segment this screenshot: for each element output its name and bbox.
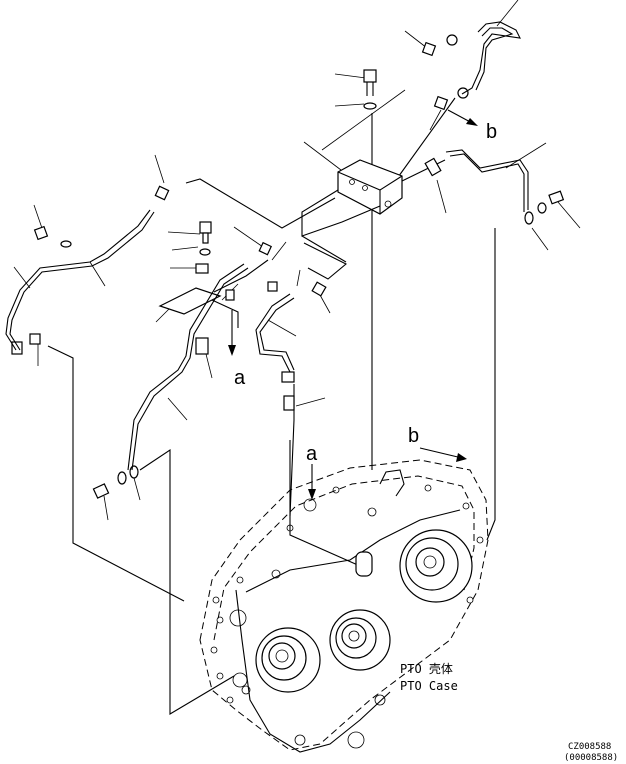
routing-lines — [47, 97, 496, 715]
tubes — [5, 21, 529, 471]
leader-lines — [13, 0, 581, 521]
label-b-lower: b — [408, 425, 419, 447]
label-b-upper: b — [486, 121, 497, 143]
drawing-code-secondary: (00008588) — [564, 753, 618, 763]
labels: b a b a PTO 壳体 PTO Case CZ008588 (000085… — [234, 121, 618, 763]
label-pto-case-en: PTO Case — [400, 679, 458, 693]
label-pto-case-cn: PTO 壳体 — [400, 662, 453, 676]
bore-center — [329, 609, 391, 671]
valve-block — [301, 159, 403, 263]
arrows — [228, 109, 478, 500]
label-a-lower: a — [306, 443, 318, 465]
pto-case — [199, 459, 489, 753]
label-a-left: a — [234, 367, 246, 389]
bolts-and-fittings — [11, 34, 565, 499]
bore-left — [255, 627, 321, 693]
bore-right — [399, 529, 473, 603]
drawing-code: CZ008588 — [568, 742, 611, 752]
